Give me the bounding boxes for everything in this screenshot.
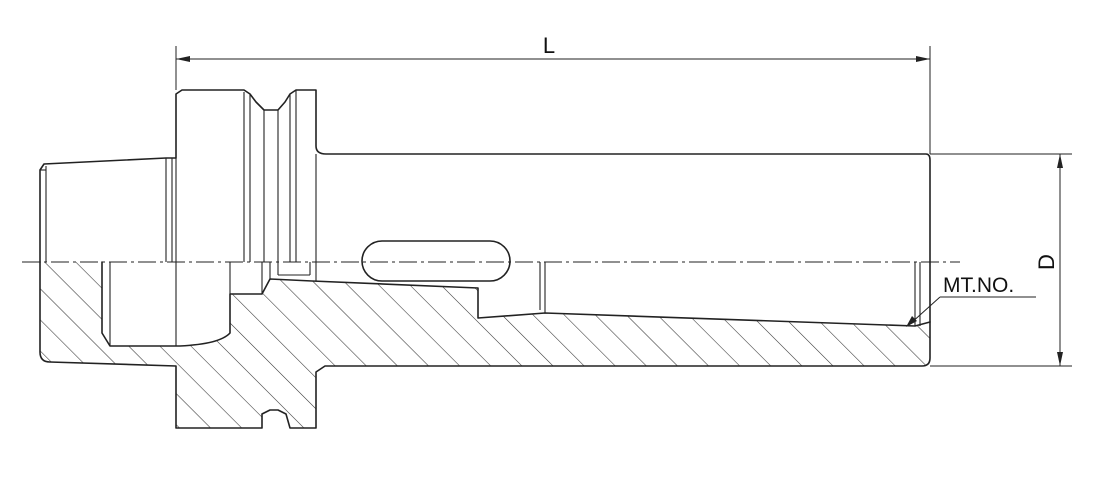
outer-profile-lower	[39, 261, 931, 429]
dimension-diameter-label: D	[1034, 254, 1059, 270]
dimension-diameter	[930, 153, 1072, 367]
hatched-section	[40, 262, 930, 428]
inner-bore-profile	[101, 261, 931, 347]
key-slot	[361, 240, 511, 282]
taper-callout-label: MT.NO.	[943, 274, 1014, 297]
taper-callout-leader	[906, 296, 1036, 327]
dimension-length-label: L	[543, 33, 555, 58]
dimension-length	[175, 46, 931, 154]
lower-feature-edges	[109, 262, 921, 346]
upper-feature-edges	[40, 90, 317, 262]
outer-profile-upper	[39, 89, 931, 263]
